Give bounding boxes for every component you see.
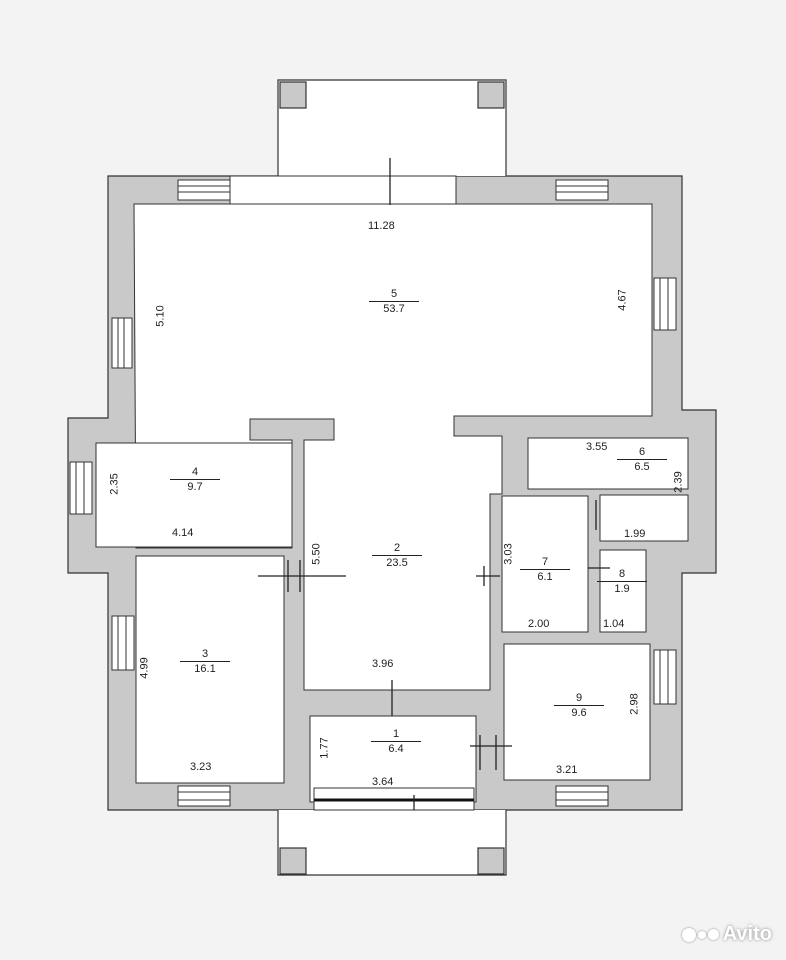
avito-text: Avito bbox=[722, 923, 772, 945]
dim-room3-height: 4.99 bbox=[138, 657, 151, 679]
room-7 bbox=[501, 495, 589, 633]
dim-corridor-width: 3.96 bbox=[372, 658, 394, 670]
room-9 bbox=[503, 643, 651, 781]
dim-room7-width: 2.00 bbox=[528, 618, 550, 630]
dim-room9-width: 3.21 bbox=[556, 764, 578, 776]
room-6b bbox=[599, 494, 689, 542]
dim-room6-width: 3.55 bbox=[586, 441, 608, 453]
room-8 bbox=[599, 549, 647, 633]
windows bbox=[69, 179, 677, 807]
dim-room4-height: 2.35 bbox=[108, 473, 121, 495]
dim-room8-width-top: 1.99 bbox=[624, 528, 646, 540]
dim-room1-height: 1.77 bbox=[318, 737, 331, 759]
room-3 bbox=[135, 555, 285, 784]
dim-room1-width: 3.64 bbox=[372, 776, 394, 788]
openings bbox=[229, 175, 475, 811]
dim-corridor-height: 5.50 bbox=[310, 543, 323, 565]
door-marks bbox=[258, 158, 610, 810]
dim-top-width: 11.28 bbox=[368, 220, 395, 232]
dim-room3-width: 3.23 bbox=[190, 761, 212, 773]
rooms bbox=[95, 203, 689, 803]
dim-room8-width: 1.04 bbox=[603, 618, 625, 630]
dim-room9-height: 2.98 bbox=[628, 693, 641, 715]
dim-left-hall: 5.10 bbox=[154, 305, 167, 327]
dim-room4-width: 4.14 bbox=[172, 527, 194, 539]
room-4 bbox=[95, 442, 293, 548]
dim-room7-height: 3.03 bbox=[502, 543, 515, 565]
avito-watermark: Avito bbox=[681, 923, 772, 946]
room-5 bbox=[133, 203, 653, 691]
room-6 bbox=[527, 437, 689, 490]
dim-right-hall: 4.67 bbox=[616, 289, 629, 311]
avito-logo-icon bbox=[681, 927, 719, 942]
dim-room6-height: 2.39 bbox=[672, 471, 685, 493]
porches bbox=[277, 79, 507, 876]
